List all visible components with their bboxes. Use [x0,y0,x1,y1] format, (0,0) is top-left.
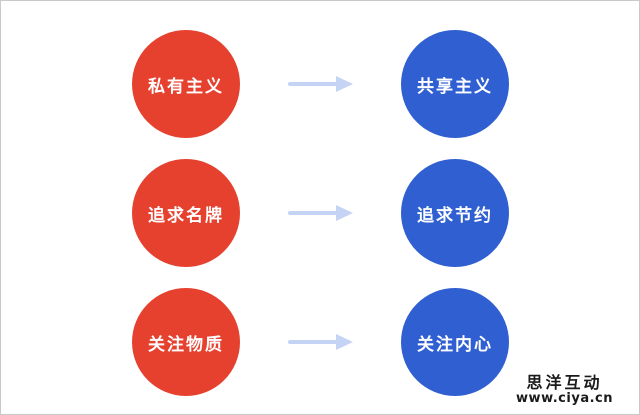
transform-row: 私有主义 共享主义 [1,30,639,138]
target-label: 关注内心 [417,334,493,355]
transform-row: 关注物质 关注内心 [1,288,639,396]
target-circle: 共享主义 [401,30,509,138]
watermark: 思洋互动 www.ciya.cn [516,374,613,406]
source-circle: 追求名牌 [132,159,240,267]
target-circle: 关注内心 [401,288,509,396]
source-circle: 关注物质 [132,288,240,396]
source-circle: 私有主义 [132,30,240,138]
target-label: 追求节约 [417,205,493,226]
watermark-url: www.ciya.cn [516,390,613,406]
target-circle: 追求节约 [401,159,509,267]
arrow-right-icon [288,204,354,222]
transform-row: 追求名牌 追求节约 [1,159,639,267]
source-label: 关注物质 [148,334,224,355]
target-label: 共享主义 [417,76,493,97]
source-label: 追求名牌 [148,205,224,226]
source-label: 私有主义 [148,76,224,97]
arrow-right-icon [288,75,354,93]
watermark-brand: 思洋互动 [526,373,603,393]
arrow-right-icon [288,333,354,351]
